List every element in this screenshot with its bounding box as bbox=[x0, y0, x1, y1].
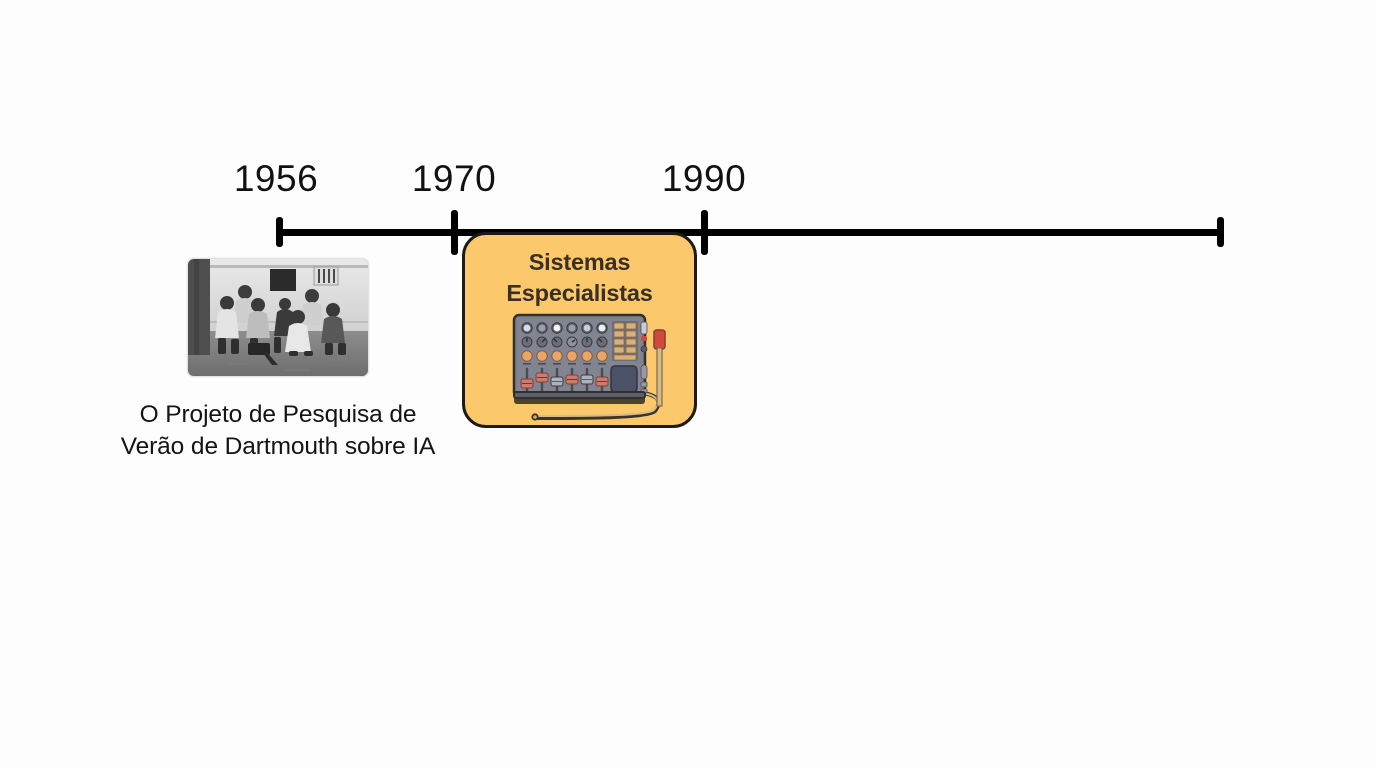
timeline-tick-1970 bbox=[450, 210, 458, 255]
dartmouth-photo-image bbox=[188, 259, 368, 376]
dartmouth-photo bbox=[187, 258, 369, 377]
year-label-1970: 1970 bbox=[411, 158, 497, 199]
mixing-console-icon bbox=[465, 299, 694, 425]
timeline-endpoint-right bbox=[1216, 217, 1224, 247]
year-label-1956: 1956 bbox=[233, 158, 319, 199]
card-title: Sistemas Especialistas bbox=[465, 247, 694, 310]
year-label-1990: 1990 bbox=[661, 158, 747, 199]
timeline-endpoint-left bbox=[275, 217, 283, 247]
timeline-axis-line bbox=[279, 228, 1220, 236]
card-title-line-1: Sistemas bbox=[528, 249, 631, 275]
dartmouth-caption-line-2: Verão de Dartmouth sobre IA bbox=[120, 433, 436, 461]
event-card-sistemas-especialistas[interactable]: Sistemas Especialistas bbox=[462, 232, 697, 428]
card-title-line-2: Especialistas bbox=[506, 280, 653, 307]
mixing-console-illustration bbox=[512, 313, 666, 421]
dartmouth-caption: O Projeto de Pesquisa de Verão de Dartmo… bbox=[110, 399, 446, 463]
timeline-tick-1990 bbox=[700, 210, 708, 255]
dartmouth-caption-line-1: O Projeto de Pesquisa de bbox=[139, 401, 417, 428]
event-dartmouth: O Projeto de Pesquisa de Verão de Dartmo… bbox=[110, 258, 446, 463]
